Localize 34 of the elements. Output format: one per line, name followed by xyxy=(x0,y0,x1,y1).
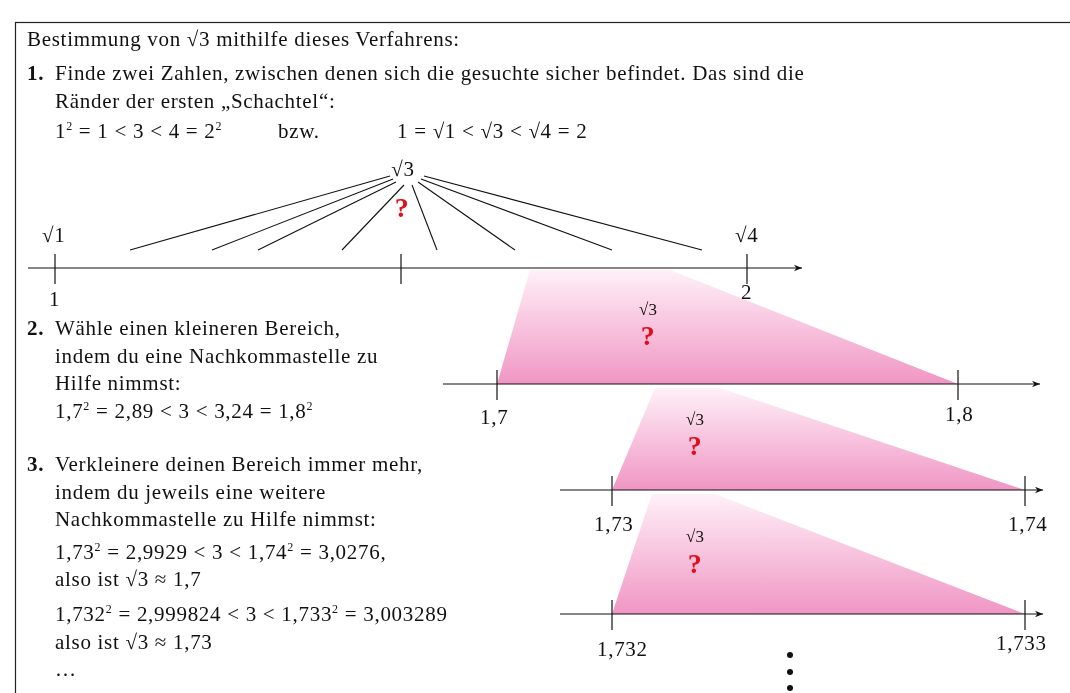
tick-label: 1,8 xyxy=(945,401,974,428)
root-label: √3 xyxy=(686,410,704,430)
question-mark: ? xyxy=(394,194,410,222)
tick-label: √4 xyxy=(735,222,759,249)
step-number: 3. xyxy=(27,451,45,478)
question-mark: ? xyxy=(687,432,703,460)
math-expression: 1,73$^{2}$ = 2,9929 < 3 < 1,74$^{2}$ = 3,0276, xyxy=(55,539,387,566)
tick-label: 1,7 xyxy=(480,404,509,431)
instruction-text: Finde zwei Zahlen, zwischen denen sich die gesuchte sicher befindet. Das sind die Ränder der ersten „Schachtel“: xyxy=(55,60,806,115)
math-expression: also ist √3 ≈ 1,7 xyxy=(55,566,202,593)
math-expression: 1 = √1 < √3 < √4 = 2 xyxy=(397,118,588,145)
question-mark: ? xyxy=(640,322,656,350)
tick-label: 1,74 xyxy=(1008,511,1048,538)
math-expression: 1,732$^{2}$ = 2,999824 < 3 < 1,733$^{2}$ = 3,003289 xyxy=(55,601,448,628)
ellipsis-text: … xyxy=(55,656,77,683)
instruction-text: Wähle einen kleineren Bereich, indem du eine Nachkommastelle zu Hilfe nimmst: xyxy=(55,315,380,397)
tick-label: 2 xyxy=(741,279,753,306)
text: bzw. xyxy=(278,118,320,145)
root-label: √3 xyxy=(686,527,704,547)
math-expression: 1,7$^{2}$ = 2,89 < 3 < 3,24 = 1,8$^{2}$ xyxy=(55,398,314,425)
tick-label: √1 xyxy=(42,222,66,249)
question-mark: ? xyxy=(687,550,703,578)
tick-label: 1,732 xyxy=(597,636,648,663)
heading: Bestimmung von √3 mithilfe dieses Verfahrens: xyxy=(27,26,460,53)
math-expression: also ist √3 ≈ 1,73 xyxy=(55,629,213,656)
step-number: 1. xyxy=(27,60,45,87)
tick-label: 1 xyxy=(49,286,61,313)
root-label: √3 xyxy=(391,156,415,183)
tick-label: 1,73 xyxy=(594,511,634,538)
step-number: 2. xyxy=(27,315,45,342)
instruction-text: Verkleinere deinen Bereich immer mehr, indem du jeweils eine weitere Nachkommastelle zu Hilfe nimmst: xyxy=(55,451,425,533)
root-label: √3 xyxy=(639,300,657,320)
math-expression: 1$^{2}$ = 1 < 3 < 4 = 2$^{2}$ xyxy=(55,118,223,145)
tick-label: 1,733 xyxy=(996,630,1047,657)
